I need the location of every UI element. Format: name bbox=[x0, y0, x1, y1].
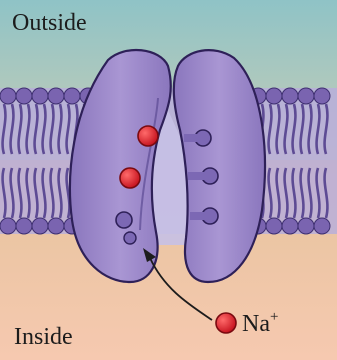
binding-site-stem bbox=[188, 172, 210, 180]
binding-site bbox=[124, 232, 136, 244]
lipid-head bbox=[282, 218, 298, 234]
sodium-ion-icon bbox=[120, 168, 140, 188]
lipid-head bbox=[266, 218, 282, 234]
outside-label: Outside bbox=[12, 10, 87, 36]
lipid-head bbox=[298, 218, 314, 234]
lipid-head bbox=[16, 88, 32, 104]
binding-site-stem bbox=[190, 212, 210, 220]
ion-symbol: Na bbox=[242, 311, 270, 337]
lipid-head bbox=[314, 218, 330, 234]
lipid-head bbox=[282, 88, 298, 104]
sodium-ion-icon bbox=[216, 313, 236, 333]
lipid-head bbox=[314, 88, 330, 104]
binding-site bbox=[116, 212, 132, 228]
inside-label: Inside bbox=[14, 324, 73, 350]
lipid-head bbox=[16, 218, 32, 234]
lipid-head bbox=[48, 88, 64, 104]
lipid-head bbox=[0, 218, 16, 234]
ion-charge: + bbox=[270, 309, 278, 325]
lipid-head bbox=[0, 88, 16, 104]
sodium-ion-icon bbox=[138, 126, 158, 146]
channel-subunit-right bbox=[174, 50, 265, 282]
lipid-head bbox=[298, 88, 314, 104]
lipid-head bbox=[266, 88, 282, 104]
binding-site-stem bbox=[184, 134, 204, 142]
lipid-head bbox=[32, 88, 48, 104]
lipid-head bbox=[48, 218, 64, 234]
lipid-head bbox=[64, 88, 80, 104]
lipid-head bbox=[32, 218, 48, 234]
